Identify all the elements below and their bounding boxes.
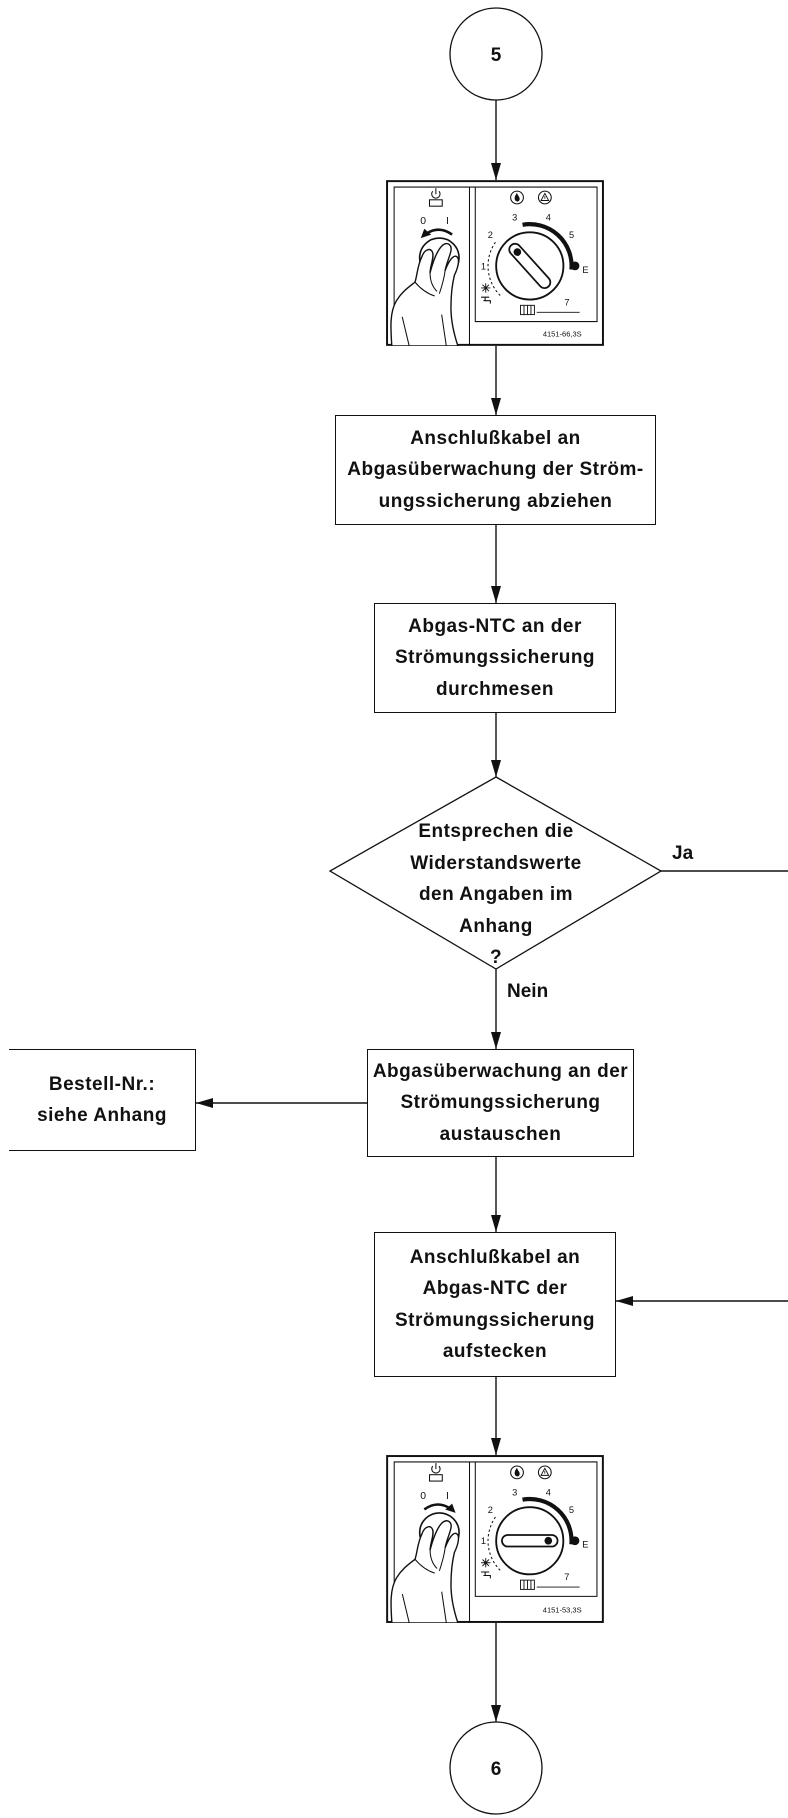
dial-label-3: 3	[512, 213, 517, 223]
dial-dashed-arc	[487, 241, 501, 296]
panel-inner-frame	[393, 186, 598, 346]
control-panel-illustration-bottom: 0 I 1	[386, 1455, 604, 1623]
start-connector: 5	[449, 7, 543, 101]
step-reconnect-cable: Anschlußkabel an Abgas-NTC der Strömungs…	[374, 1232, 616, 1377]
power-icon	[428, 188, 443, 207]
dial-range-arc	[522, 1496, 574, 1545]
step-text-line: ungssicherung abziehen	[378, 490, 613, 512]
hand-illustration	[390, 1520, 460, 1623]
step-text-line: Strömungssicherung	[394, 647, 596, 669]
note-text-line: Bestell-Nr.:	[48, 1073, 156, 1095]
dial-label-7: 7	[564, 1572, 569, 1582]
end-connector-label: 6	[491, 1759, 502, 1780]
rotate-right-arrow-icon	[423, 1503, 456, 1513]
control-panel-illustration-top: 0 I 1	[386, 180, 604, 346]
hand-illustration	[390, 242, 460, 346]
sun-snow-icon	[481, 1558, 491, 1568]
decision-text-line: Entsprechen die	[418, 821, 574, 843]
step-text-line: aufstecken	[442, 1341, 548, 1362]
dial-label-e: E	[582, 265, 588, 275]
step-text-line: Strömungssicherung	[400, 1092, 601, 1114]
radiator-icon	[520, 304, 535, 316]
step-text-line: Abgas-NTC an der	[408, 615, 582, 637]
tap-icon	[481, 296, 491, 304]
figure-reference: 4151-53,3S	[543, 1606, 582, 1615]
decision-text-line: Anhang	[459, 915, 533, 937]
dial-label-3: 3	[512, 1488, 517, 1498]
decision-text-line: Widerstandswerte	[410, 852, 582, 874]
dial-label-4: 4	[546, 1488, 551, 1498]
switch-on-label: I	[446, 216, 449, 227]
decision-text-line: ?	[489, 947, 503, 969]
decision-question: Entsprechen die Widerstandswerte den Ang…	[346, 816, 646, 974]
note-text-line: siehe Anhang	[37, 1105, 167, 1126]
dial-marker-dot	[570, 261, 580, 271]
warning-icon	[537, 1465, 552, 1480]
step-measure-ntc: Abgas-NTC an der Strömungssicherung durc…	[374, 603, 616, 713]
order-number-note: Bestell-Nr.: siehe Anhang	[9, 1049, 196, 1151]
step-text-line: Abgasüberwachung der Ström-	[347, 459, 644, 481]
yes-branch-label: Ja	[672, 843, 694, 864]
step-disconnect-cable: Anschlußkabel an Abgasüberwachung der St…	[335, 415, 656, 525]
switch-off-label: 0	[420, 1491, 426, 1502]
step-replace-monitor: Abgasüberwachung an der Strömungssicheru…	[367, 1049, 634, 1157]
rotate-left-arrow-icon	[420, 228, 453, 239]
dial-label-5: 5	[569, 230, 574, 240]
radiator-icon	[520, 1579, 535, 1590]
dial-label-1: 1	[481, 1536, 486, 1546]
start-connector-label: 5	[491, 45, 502, 66]
warning-icon	[537, 190, 552, 205]
dial-label-4: 4	[546, 213, 551, 223]
temperature-dial	[487, 222, 580, 301]
sun-snow-icon	[481, 283, 491, 293]
dial-label-7: 7	[564, 297, 569, 307]
figure-reference: 4151-66,3S	[543, 330, 582, 339]
dial-label-2: 2	[488, 230, 493, 240]
decision-text-line: den Angaben im	[418, 884, 574, 906]
dial-knob-pointer	[508, 242, 552, 289]
temperature-dial	[487, 1496, 580, 1576]
step-text-line: austauschen	[439, 1123, 562, 1145]
flame-icon	[510, 1465, 524, 1480]
step-text-line: Abgasüberwachung an der	[372, 1060, 629, 1082]
step-text-line: Abgas-NTC der	[422, 1278, 568, 1299]
dial-label-2: 2	[488, 1505, 493, 1515]
power-icon	[429, 1463, 443, 1482]
switch-on-label: I	[446, 1491, 449, 1502]
step-text-line: durchmesen	[436, 678, 554, 700]
dial-label-5: 5	[569, 1505, 574, 1515]
dial-dashed-arc	[487, 1516, 501, 1571]
step-text-line: Anschlußkabel an	[409, 1246, 581, 1268]
dial-knob-pointer	[501, 1534, 559, 1548]
end-connector: 6	[449, 1721, 543, 1815]
step-text-line: Anschlußkabel an	[410, 427, 581, 449]
dial-marker-dot	[570, 1536, 580, 1546]
dial-range-arc	[522, 222, 574, 270]
dial-label-1: 1	[481, 261, 486, 271]
no-branch-label: Nein	[507, 981, 549, 1002]
tap-icon	[481, 1571, 491, 1579]
dial-label-e: E	[582, 1540, 588, 1550]
panel-inner-frame	[393, 1461, 598, 1623]
step-text-line: Strömungssicherung	[394, 1309, 596, 1331]
flame-icon	[510, 190, 524, 205]
switch-off-label: 0	[420, 216, 426, 227]
